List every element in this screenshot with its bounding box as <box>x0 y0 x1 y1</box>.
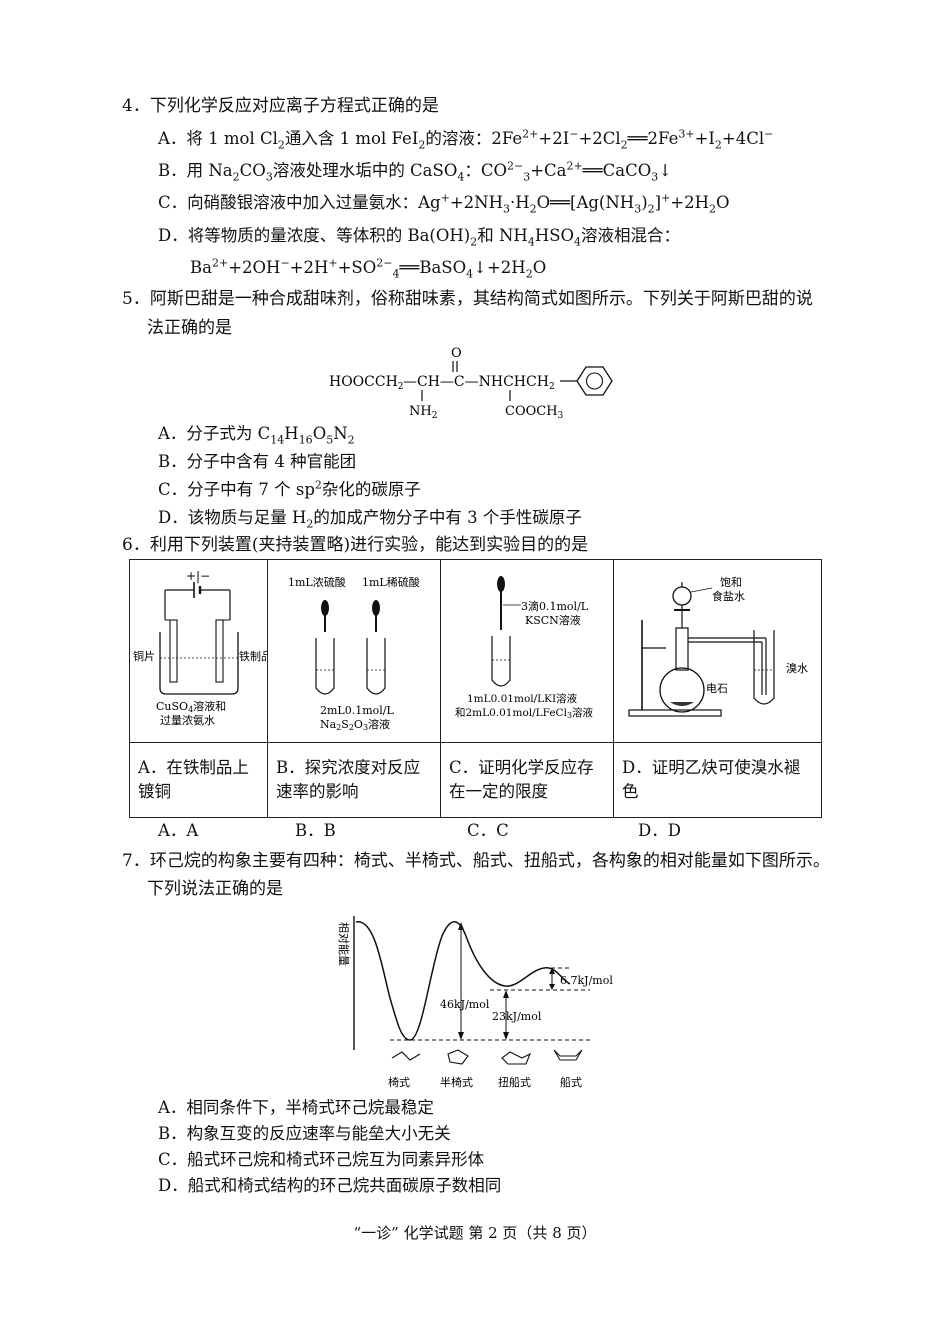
q4-option-a: A．将 1 mol Cl2通入含 1 mol FeI2的溶液：2Fe2++2I−… <box>158 127 774 152</box>
label-bromine-water: 溴水 <box>786 661 808 675</box>
q6-option-b: B．B <box>295 821 336 840</box>
label-kscn: KSCN溶液 <box>525 613 581 627</box>
energy-label-6-7: 6.7kJ/mol <box>560 974 613 987</box>
q4-stem: 4．下列化学反应对应离子方程式正确的是 <box>122 96 439 116</box>
q5-option-c: C．分子中有 7 个 sp2杂化的碳原子 <box>158 478 421 500</box>
panel-a-figure: +|− 铜片 铁制品 CuSO4溶液和 过量浓氨水 <box>129 559 272 743</box>
apparatus-table: +|− 铜片 铁制品 CuSO4溶液和 过量浓氨水 1mL浓硫酸 1mL稀硫酸 <box>129 559 822 818</box>
energy-label-46: 46kJ/mol <box>440 998 490 1011</box>
chair-conformer-icon <box>391 1051 421 1061</box>
battery-sign: +|− <box>186 569 210 583</box>
struct-hoocch2: HOOCCH2 <box>329 374 404 392</box>
panel-b-figure: 1mL浓硫酸 1mL稀硫酸 2mL0.1mol/L Na2S2O3溶液 <box>267 559 441 743</box>
label-conc-acid: 1mL浓硫酸 <box>288 575 346 589</box>
caption-c: C．证明化学反应存在一定的限度 <box>440 742 614 818</box>
q4-option-b: B．用 Na2CO3溶液处理水垢中的 CaSO4：CO2−3+Ca2+══CaC… <box>158 159 673 184</box>
energy-label-23: 23kJ/mol <box>492 1010 542 1023</box>
twist-boat-conformer-icon <box>501 1051 532 1065</box>
panel-c-figure: 3滴0.1mol/L KSCN溶液 1mL0.01mol/LKI溶液 和2mL0… <box>440 559 614 743</box>
q5-stem: 5．阿斯巴甜是一种合成甜味剂，俗称甜味素，其结构简式如图所示。下列关于阿斯巴甜的… <box>122 289 813 309</box>
conformer-half-chair: 半椅式 <box>440 1075 473 1089</box>
label-fecl3: 和2mL0.01mol/LFeCl3溶液 <box>455 706 594 720</box>
y-axis-label: 相对能量 <box>337 922 351 966</box>
conformer-twist-boat: 扭船式 <box>498 1075 531 1089</box>
aspartame-structure: O HOOCCH2 —CH—C—NHCHCH2 NH2 COOCH3 <box>329 346 613 421</box>
conformer-chair: 椅式 <box>388 1075 410 1089</box>
q4-option-d-equation: Ba2++2OH−+2H++SO2−4══BaSO4↓+2H2O <box>190 256 547 281</box>
q6-stem: 6．利用下列装置(夹持装置略)进行实验，能达到实验目的的是 <box>122 535 589 555</box>
label-iron-object: 铁制品 <box>239 650 267 663</box>
q6-option-d: D．D <box>638 821 681 840</box>
label-brine-1: 饱和 <box>720 575 742 589</box>
q7-option-b: B．构象互变的反应速率与能垒大小无关 <box>158 1124 451 1143</box>
label-dilute-acid: 1mL稀硫酸 <box>362 575 420 589</box>
label-solution: CuSO4溶液和 <box>156 699 226 714</box>
q7-option-d: D．船式和椅式结构的环己烷共面碳原子数相同 <box>158 1176 502 1195</box>
q7-option-c: C．船式环己烷和椅式环己烷互为同素异形体 <box>158 1150 485 1169</box>
carbonyl-o-label: O <box>451 346 462 361</box>
boat-conformer-icon <box>553 1049 583 1061</box>
struct-nh2: NH2 <box>409 404 437 421</box>
label-thiosulfate: Na2S2O3溶液 <box>320 717 390 732</box>
q5-option-a: A．分子式为 C14H16O5N2 <box>158 424 355 447</box>
label-ammonia: 过量浓氨水 <box>160 714 215 727</box>
label-thiosulfate-conc: 2mL0.1mol/L <box>320 704 395 717</box>
q7-stem-cont: 下列说法正确的是 <box>147 879 283 899</box>
q4-option-c: C．向硝酸银溶液中加入过量氨水：Ag++2NH3·H2O══[Ag(NH3)2]… <box>158 191 730 216</box>
label-ki: 1mL0.01mol/LKI溶液 <box>467 692 578 705</box>
caption-d: D．证明乙炔可使溴水褪色 <box>613 742 822 818</box>
label-calcium-carbide: 电石 <box>706 682 728 695</box>
label-brine-2: 食盐水 <box>712 589 745 603</box>
q7-option-a: A．相同条件下，半椅式环己烷最稳定 <box>158 1098 434 1117</box>
q5-option-d: D．该物质与足量 H2的加成产物分子中有 3 个手性碳原子 <box>158 508 582 531</box>
conformer-energy-diagram: 相对能量 46kJ/mol 23kJ/mol 6.7kJ/mol 椅式 半椅式 … <box>337 916 613 1089</box>
label-kscn-drops: 3滴0.1mol/L <box>521 599 589 613</box>
struct-main-chain: —CH—C—NHCHCH2 <box>403 374 555 392</box>
q7-stem: 7．环己烷的构象主要有四种：椅式、半椅式、船式、扭船式，各构象的相对能量如下图所… <box>122 851 830 871</box>
q5-stem-cont: 法正确的是 <box>147 318 232 338</box>
half-chair-conformer-icon <box>447 1049 469 1065</box>
struct-cooch3: COOCH3 <box>505 404 564 421</box>
page-footer: “一诊” 化学试题 第 2 页（共 8 页） <box>353 1224 597 1242</box>
caption-a: A．在铁制品上镀铜 <box>129 742 268 818</box>
q6-option-a: A．A <box>158 821 199 840</box>
q5-option-b: B．分子中含有 4 种官能团 <box>158 452 357 471</box>
caption-b: B．探究浓度对反应速率的影响 <box>267 742 441 818</box>
q4-option-d: D．将等物质的量浓度、等体积的 Ba(OH)2和 NH4HSO4溶液相混合： <box>158 226 681 249</box>
label-copper-plate: 铜片 <box>133 649 155 663</box>
conformer-boat: 船式 <box>560 1075 582 1089</box>
q6-option-c: C．C <box>467 821 509 840</box>
panel-d-figure: 饱和 食盐水 电石 溴水 <box>613 559 822 743</box>
